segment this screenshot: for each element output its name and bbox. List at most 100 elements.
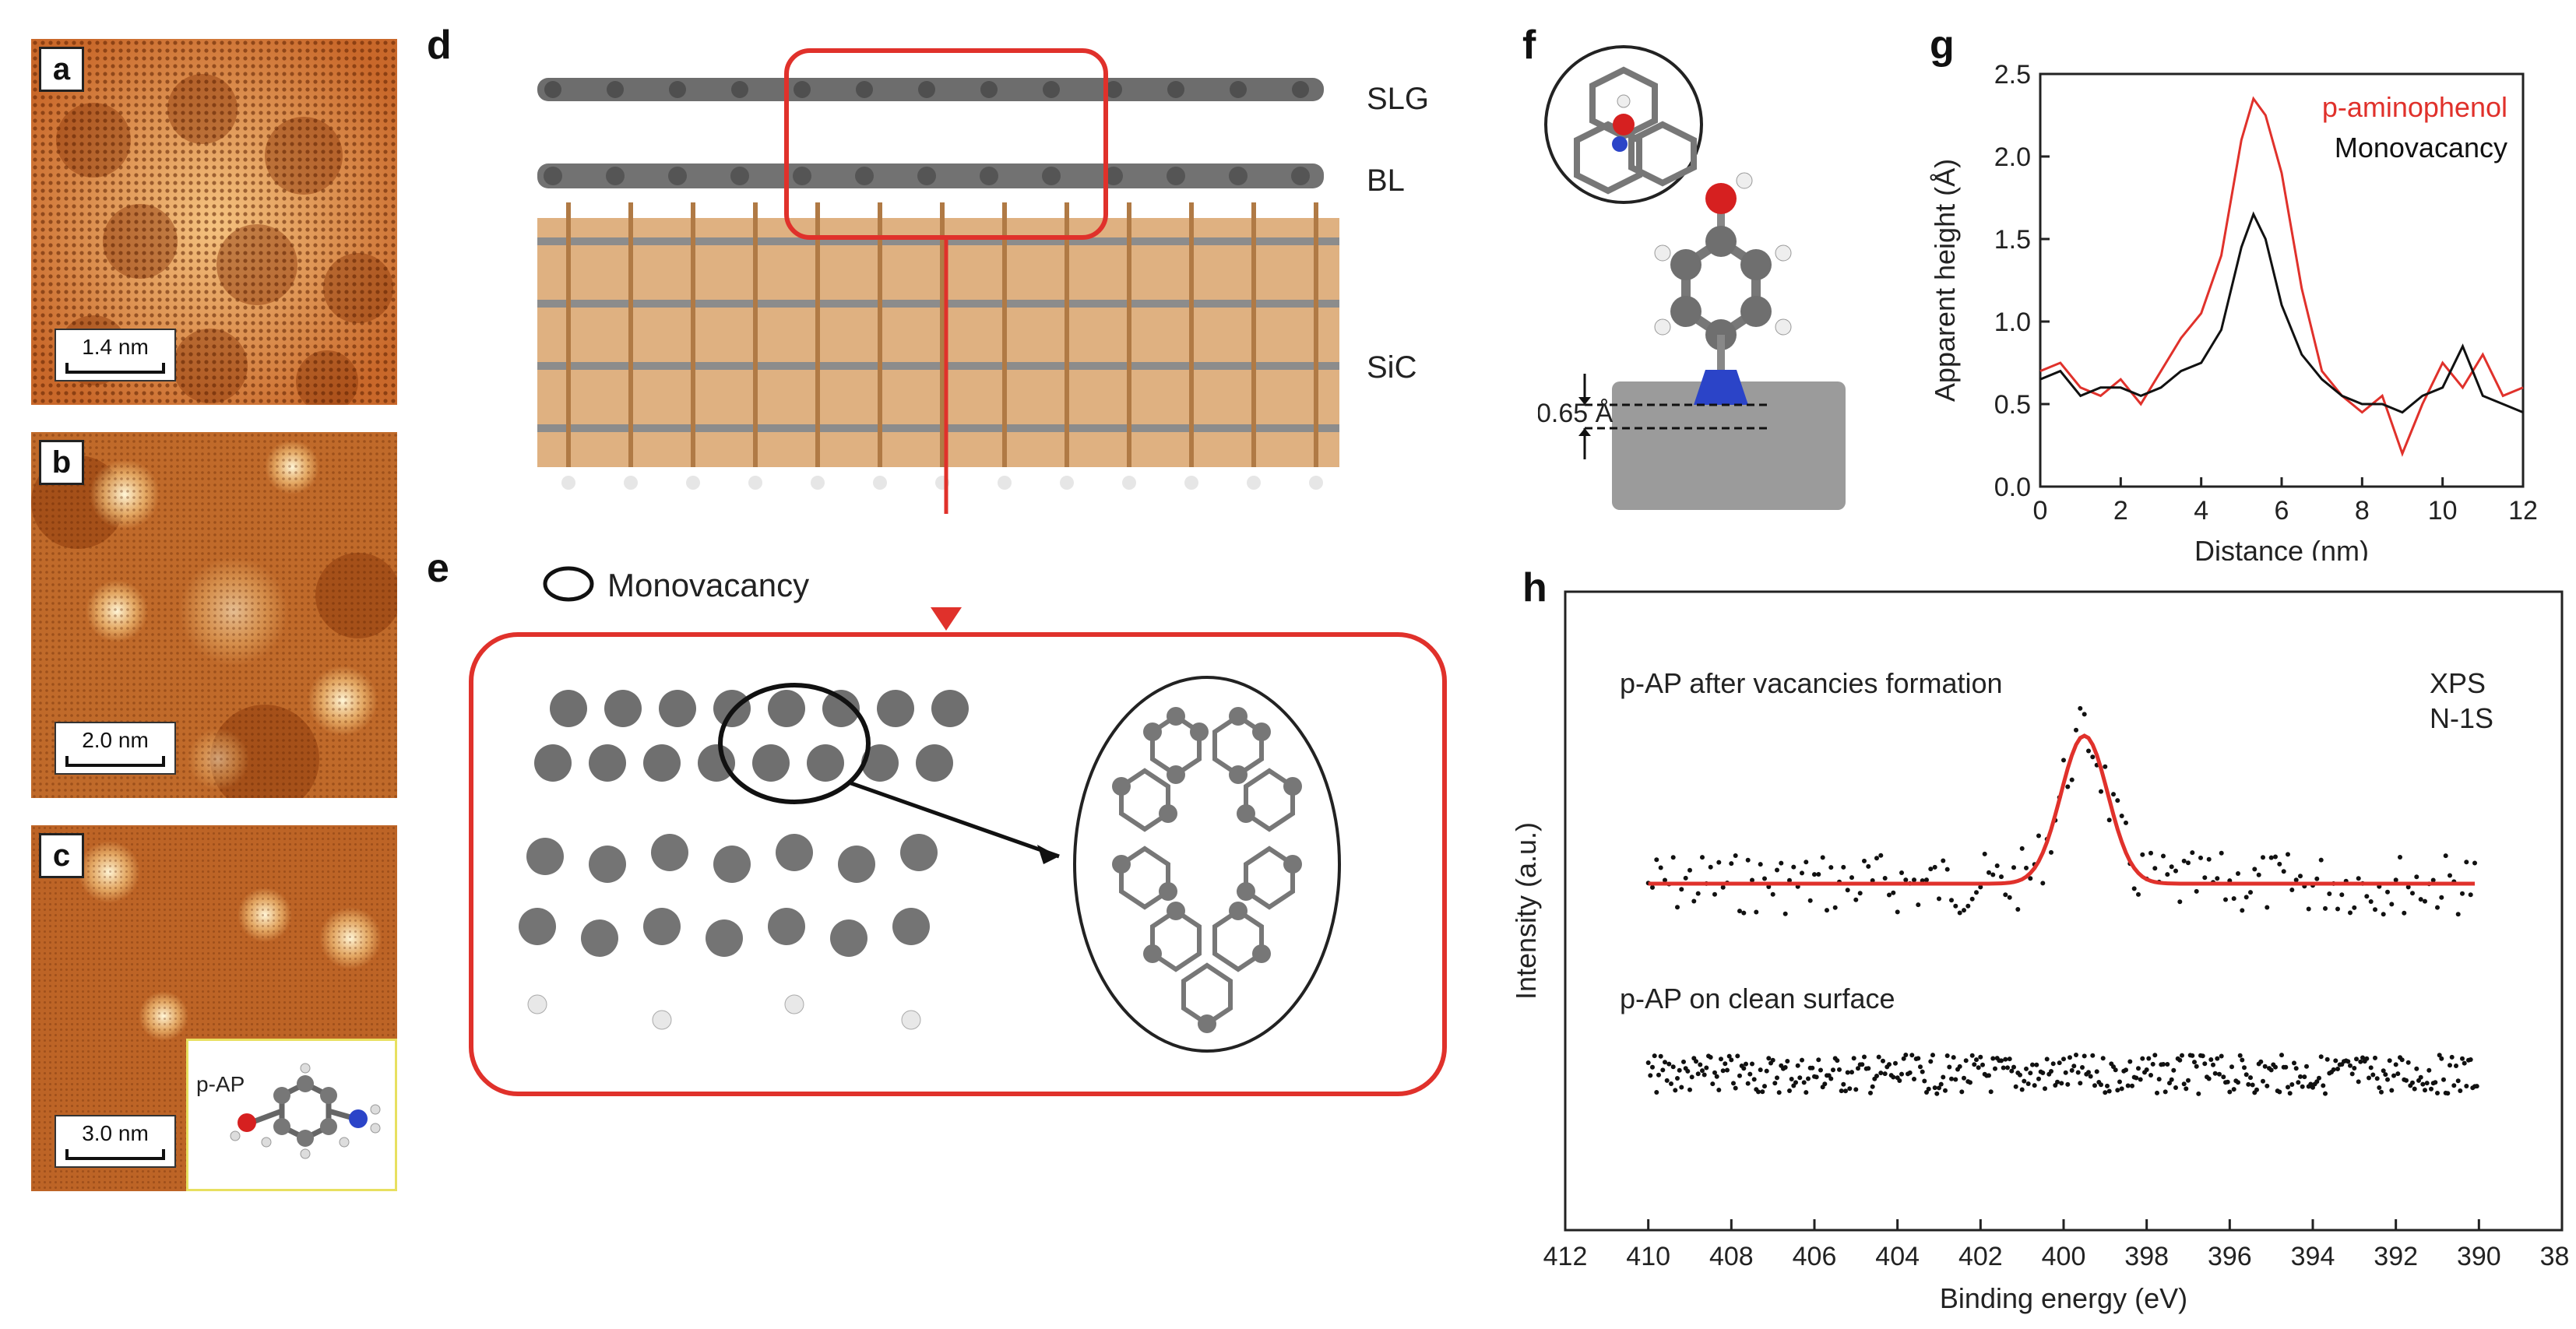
data-point — [1725, 1067, 1730, 1073]
data-point — [1654, 857, 1659, 863]
data-point — [2171, 1067, 2177, 1073]
upper-spectrum-label-line1: p-AP after vacancies formation — [1620, 667, 2003, 699]
data-point — [1701, 1072, 1707, 1078]
stm-image-c: c 3.0 nm p-AP — [31, 825, 397, 1191]
data-point — [2007, 895, 2012, 900]
data-point — [2074, 1053, 2078, 1057]
upper-graphene-sheet — [534, 690, 969, 782]
x-tick-label-g: 0 — [2033, 496, 2048, 526]
bl-layer — [537, 163, 1324, 188]
top-view-inset — [1544, 45, 1703, 204]
data-point — [2314, 876, 2320, 881]
data-point — [2013, 1084, 2018, 1089]
data-point — [2248, 890, 2253, 895]
data-point — [2061, 758, 2066, 763]
data-point — [2148, 850, 2153, 856]
data-point — [2163, 1089, 2168, 1095]
data-point — [2106, 1088, 2112, 1094]
data-point — [2161, 853, 2166, 859]
data-point — [1932, 1085, 1937, 1091]
data-point — [2063, 1070, 2068, 1075]
data-point — [2250, 1082, 2255, 1088]
data-point — [2115, 798, 2120, 803]
data-point — [2059, 1081, 2064, 1086]
monovacancy-marker — [718, 683, 871, 804]
data-point — [1719, 1057, 1723, 1062]
data-point — [2381, 912, 2386, 917]
data-point — [1733, 853, 1738, 858]
data-point — [2345, 1059, 2351, 1064]
data-point — [2430, 877, 2436, 883]
data-point — [2125, 1083, 2131, 1088]
data-point — [2003, 892, 2008, 898]
data-point — [1691, 898, 1697, 904]
data-point — [2003, 1057, 2008, 1062]
data-point — [2318, 1054, 2324, 1060]
data-point — [2092, 1083, 2097, 1088]
data-point — [2410, 1080, 2415, 1085]
data-point — [2050, 1061, 2056, 1067]
data-point — [2298, 1074, 2303, 1079]
data-point — [1650, 884, 1655, 890]
data-point — [2248, 1075, 2253, 1081]
data-point — [2219, 850, 2224, 856]
data-point — [2296, 1080, 2301, 1085]
data-point — [2429, 1086, 2433, 1092]
data-point — [1912, 1077, 1916, 1081]
data-point — [2040, 1071, 2046, 1075]
data-point — [1828, 865, 1834, 870]
data-point — [2019, 1087, 2025, 1092]
y-tick-label-g: 1.0 — [1994, 308, 2031, 337]
magnified-vacancy-lattice — [1073, 676, 1341, 1053]
data-point — [1795, 1063, 1800, 1068]
data-point — [2302, 1074, 2307, 1080]
x-axis-label-g: Distance (nm) — [2194, 535, 2369, 561]
data-point — [1716, 860, 1722, 865]
data-point — [2215, 1056, 2220, 1061]
data-point — [2167, 1081, 2172, 1086]
data-point — [2078, 705, 2083, 711]
data-point — [2223, 897, 2228, 902]
data-point — [1828, 1076, 1834, 1081]
x-tick-label-g: 10 — [2428, 496, 2458, 526]
data-point — [2243, 895, 2249, 900]
data-point — [1681, 1059, 1686, 1064]
data-point — [1731, 1081, 1736, 1086]
data-point — [1708, 864, 1713, 870]
panel-b-label: b — [39, 440, 84, 485]
data-point — [1741, 1066, 1747, 1071]
data-point — [1812, 872, 1817, 877]
data-point — [1791, 864, 1797, 870]
data-point — [1744, 1061, 1748, 1067]
data-point — [2061, 1057, 2066, 1062]
data-point — [2140, 1056, 2145, 1061]
data-point — [1974, 1057, 1979, 1063]
data-point — [1976, 1065, 1981, 1071]
data-point — [1658, 865, 1663, 870]
monovacancy-zoom-view — [469, 632, 1447, 1096]
data-point — [1822, 1081, 1828, 1087]
data-point — [2414, 874, 2419, 880]
data-point — [2261, 855, 2265, 860]
data-point — [2090, 754, 2096, 760]
data-point — [1751, 1077, 1757, 1082]
data-point — [1683, 875, 1688, 881]
xps-spectrum-chart: 412410408406404402400398396394392390388B… — [1510, 590, 2570, 1314]
panel-c-label: c — [39, 833, 84, 878]
data-point — [1853, 1087, 1859, 1092]
data-point — [1758, 1067, 1763, 1073]
data-point — [1899, 1071, 1904, 1077]
n1s-annotation: N-1S — [2430, 702, 2493, 734]
data-point — [2317, 1075, 2321, 1081]
xps-annotation: XPS — [2430, 667, 2486, 699]
data-point — [1897, 1078, 1902, 1083]
data-point — [2229, 1064, 2234, 1070]
data-point — [1675, 905, 1680, 910]
data-point — [2398, 855, 2402, 860]
data-point — [2306, 906, 2311, 912]
data-point — [1907, 1070, 1913, 1075]
data-point — [1841, 864, 1846, 870]
data-point — [1993, 1066, 1997, 1071]
data-point — [1994, 863, 2000, 868]
data-point — [1937, 1085, 1941, 1091]
